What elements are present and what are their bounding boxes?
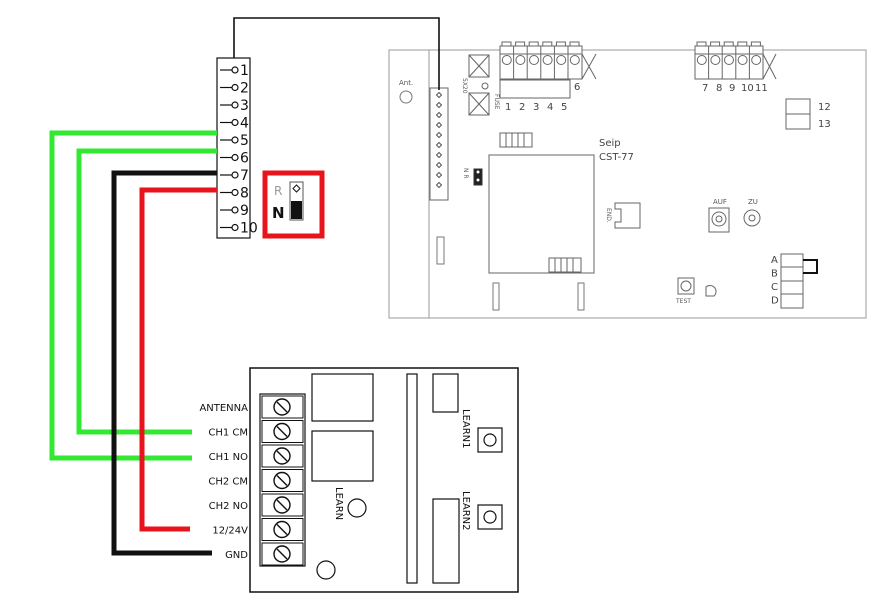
mounting-slot [492, 282, 500, 311]
terminal-number: 11 [755, 83, 768, 94]
connector-pin-label: 10 [240, 221, 258, 237]
abcd-label: D [771, 296, 779, 307]
antenna-strip [406, 373, 418, 584]
auf-button[interactable] [708, 207, 730, 233]
learn-led [347, 498, 367, 518]
wire-green-ch1-cm [76, 148, 217, 435]
end-label: END. [605, 208, 612, 223]
ten-pin-connector [216, 57, 251, 239]
fuse-label: FUSE [493, 94, 500, 110]
board-pin-header-dots [435, 91, 443, 189]
connector-pin-labels: 1 23 45 67 89 10 [240, 63, 258, 237]
jumper-label-r: R [274, 184, 282, 198]
terminal-block-right [694, 41, 777, 80]
relay-ch1 [311, 373, 374, 422]
test-button[interactable] [677, 277, 695, 295]
abcd-label: C [771, 282, 778, 293]
antenna-hole [399, 90, 413, 104]
learn-label: LEARN [333, 487, 344, 520]
receiver-terminal-label: 12/24V [212, 526, 248, 537]
connector-pin-label: 3 [240, 98, 249, 114]
fuse-spec: 5X20 [461, 78, 468, 94]
jumper-block [291, 201, 302, 219]
learn2-button[interactable] [477, 504, 503, 530]
mounting-hole [316, 560, 336, 580]
receiver-terminal-label: CH1 NO [209, 452, 249, 463]
terminal-number: 3 [533, 102, 539, 113]
receiver-terminal-labels: ANTENNA CH1 CM CH1 NO CH2 CM CH2 NO 12/24V GND [199, 403, 248, 561]
connector-pin-label: 7 [240, 168, 249, 184]
connector-pin-label: 5 [240, 133, 249, 149]
receiver-terminal-label: CH1 CM [208, 428, 248, 439]
test-label: TEST [675, 298, 691, 305]
receiver-terminals [261, 395, 304, 566]
terminal-number: 8 [716, 83, 722, 94]
terminal-number: 7 [702, 83, 708, 94]
learn1-button[interactable] [477, 427, 503, 453]
small-component [432, 373, 459, 413]
receiver-terminal-label: CH2 CM [208, 477, 248, 488]
end-connector [614, 202, 641, 229]
jumper-label-n: N [272, 204, 285, 222]
board-jumper-label: N R [462, 168, 469, 179]
antenna-label: Ant. [399, 79, 413, 87]
test-led [705, 285, 717, 297]
terminal-number: 1 [505, 102, 511, 113]
jumper-detail: R N [262, 170, 325, 239]
mounting-slot [436, 236, 445, 265]
connector-pin-label: 9 [240, 203, 249, 219]
wire-black-gnd [111, 170, 217, 556]
zu-button[interactable] [743, 209, 761, 227]
connector-pin-label: 1 [240, 63, 249, 79]
terminal-number: 5 [561, 102, 567, 113]
connector-pin-label: 6 [240, 151, 249, 167]
receiver-module: ANTENNA CH1 CM CH1 NO CH2 CM CH2 NO 12/24V GND… [199, 367, 519, 593]
learn2-label: LEARN2 [460, 491, 471, 531]
receiver-terminal-label: CH2 NO [209, 501, 249, 512]
abcd-connector [780, 253, 818, 309]
wires [49, 130, 217, 556]
terminal-number: 6 [574, 82, 580, 93]
mounting-slot [577, 282, 585, 311]
abcd-label: A [771, 255, 778, 266]
header-cable [233, 17, 440, 90]
terminal-number: 2 [519, 102, 525, 113]
model-line-2: CST-77 [599, 152, 634, 163]
connector-pin-label: 4 [240, 116, 249, 132]
receiver-terminal-label: GND [225, 550, 248, 561]
board-jumper [473, 168, 483, 186]
wire-green-ch1-no [49, 130, 217, 461]
relay-module [488, 154, 595, 274]
side-label-12: 12 [818, 102, 831, 113]
abcd-label: B [771, 269, 778, 280]
terminal-block-left [499, 41, 597, 99]
receiver-terminal-label: ANTENNA [199, 403, 248, 414]
terminal-number: 10 [741, 83, 754, 94]
connector-pin-label: 2 [240, 81, 249, 97]
learn1-label: LEARN1 [460, 409, 471, 449]
large-component [432, 498, 460, 584]
terminal-number: 9 [729, 83, 735, 94]
terminal-number: 4 [547, 102, 553, 113]
wire-red-12-24v [139, 187, 217, 532]
auf-label: AUF [713, 198, 727, 206]
zu-label: ZU [748, 198, 758, 206]
relay-ch2 [311, 430, 374, 482]
model-line-1: Seip [599, 138, 621, 149]
side-label-13: 13 [818, 119, 831, 130]
connector-pin-label: 8 [240, 186, 249, 202]
jumper-pin-marker [292, 184, 301, 193]
